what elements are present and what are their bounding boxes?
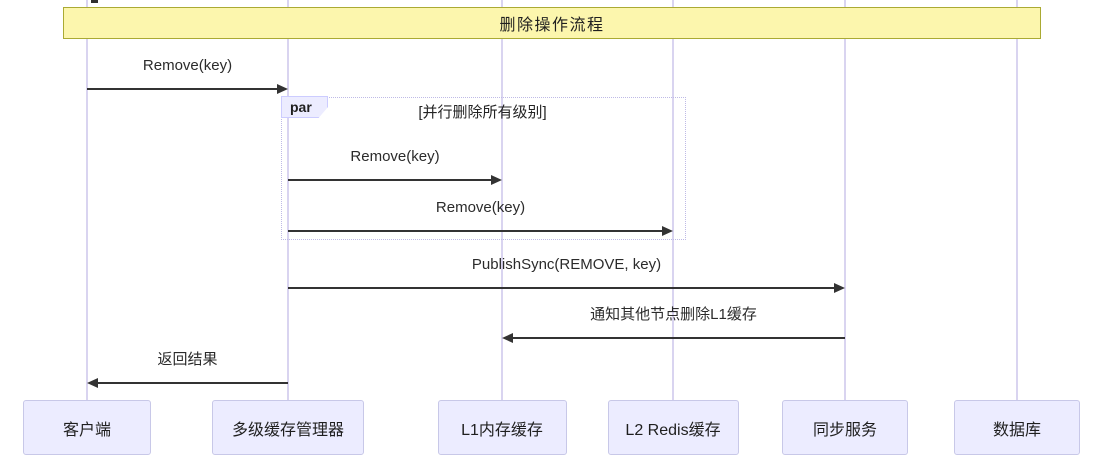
message-label: Remove(key): [142, 57, 233, 74]
message-line: [87, 88, 278, 90]
lifeline-2: [501, 0, 503, 400]
par-condition-label: [并行删除所有级别]: [418, 104, 547, 121]
participant-label: 多级缓存管理器: [231, 421, 344, 439]
message-line: [97, 382, 288, 384]
lifeline-4: [844, 0, 846, 400]
message-label: 返回结果: [157, 351, 218, 368]
par-label: par: [281, 96, 328, 118]
message-label: 通知其他节点删除L1缓存: [590, 306, 757, 323]
arrowhead-icon: [277, 84, 288, 94]
par-block: [281, 97, 686, 240]
participant-box-4: 同步服务: [782, 400, 908, 455]
arrowhead-icon: [662, 226, 673, 236]
arrowhead-icon: [87, 378, 98, 388]
participant-label: L1内存缓存: [461, 421, 543, 439]
message-line: [288, 230, 663, 232]
lifeline-1: [287, 0, 289, 400]
message-label: Remove(key): [435, 199, 526, 216]
lifeline-3: [672, 0, 674, 400]
participant-label: 客户端: [62, 421, 111, 439]
participant-label: L2 Redis缓存: [625, 421, 721, 439]
participant-box-5: 数据库: [954, 400, 1080, 455]
participant-box-0: 客户端: [23, 400, 151, 455]
arrowhead-icon: [834, 283, 845, 293]
message-line: [288, 287, 835, 289]
message-line: [288, 179, 492, 181]
participant-box-2: L1内存缓存: [437, 400, 567, 455]
arrowhead-icon: [491, 175, 502, 185]
participant-label: 同步服务: [812, 421, 877, 439]
participant-label: 数据库: [992, 421, 1041, 439]
lifeline-5: [1016, 0, 1018, 400]
cropped-edge-artifact: [91, 0, 98, 3]
message-line: [512, 337, 845, 339]
diagram-title: 删除操作流程: [499, 17, 605, 34]
participant-box-3: L2 Redis缓存: [607, 400, 739, 455]
title-note: 删除操作流程: [63, 7, 1041, 39]
message-label: PublishSync(REMOVE, key): [471, 256, 662, 273]
lifeline-0: [86, 0, 88, 400]
participant-box-1: 多级缓存管理器: [212, 400, 364, 455]
message-label: Remove(key): [350, 148, 440, 165]
arrowhead-icon: [502, 333, 513, 343]
